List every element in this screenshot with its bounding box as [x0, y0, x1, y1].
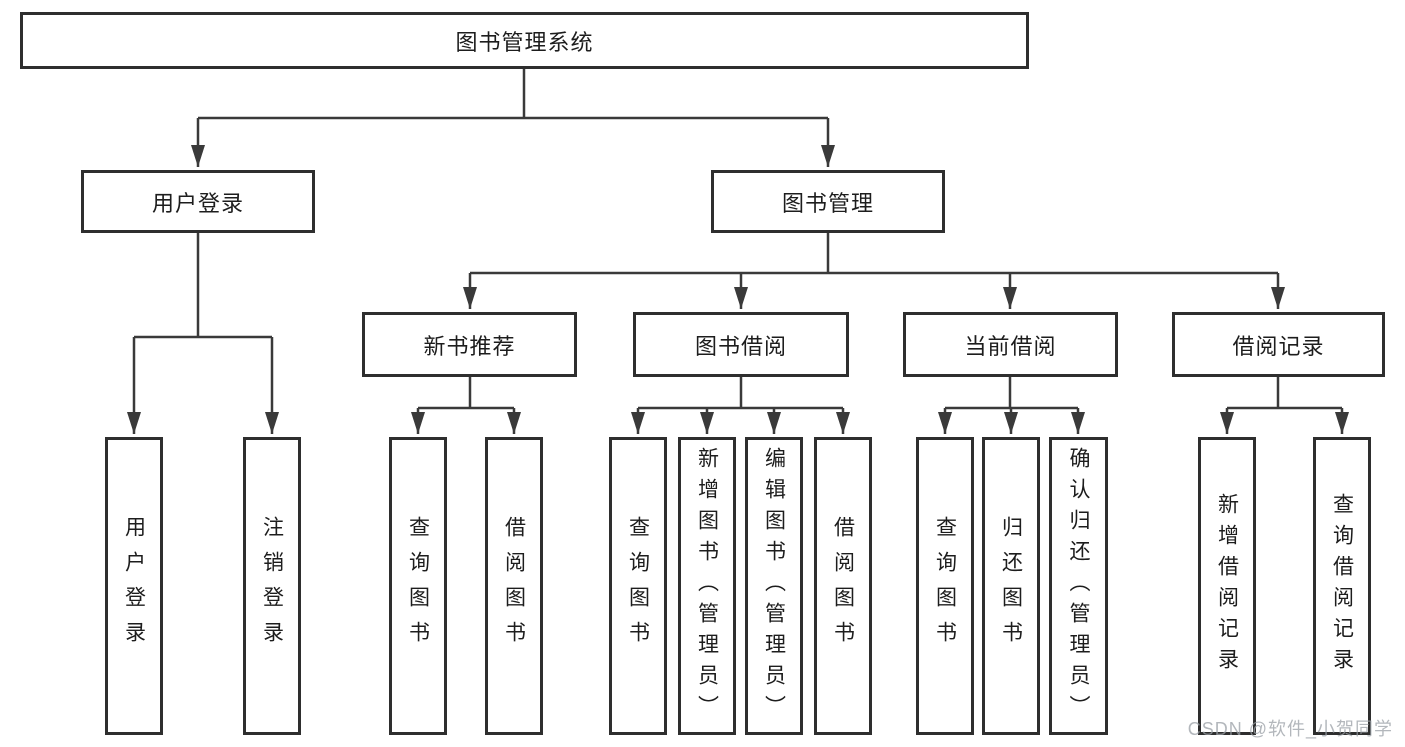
- leaf-add-book-admin: 新增图书（管理员）: [678, 437, 736, 735]
- leaf-query-books-recommend: 查询图书: [389, 437, 447, 735]
- leaf-edit-book-admin: 编辑图书（管理员）: [745, 437, 803, 735]
- leaf-user-login: 用户登录: [105, 437, 163, 735]
- node-borrow-records: 借阅记录: [1172, 312, 1385, 377]
- leaf-query-borrow-record: 查询借阅记录: [1313, 437, 1371, 735]
- node-book-management: 图书管理: [711, 170, 945, 233]
- leaf-query-books-borrow: 查询图书: [609, 437, 667, 735]
- node-current-borrow: 当前借阅: [903, 312, 1118, 377]
- node-book-borrow: 图书借阅: [633, 312, 849, 377]
- node-user-login: 用户登录: [81, 170, 315, 233]
- node-new-book-recommend: 新书推荐: [362, 312, 577, 377]
- leaf-borrow-books: 借阅图书: [814, 437, 872, 735]
- leaf-logout: 注销登录: [243, 437, 301, 735]
- leaf-add-borrow-record: 新增借阅记录: [1198, 437, 1256, 735]
- leaf-query-books-current: 查询图书: [916, 437, 974, 735]
- leaf-return-book: 归还图书: [982, 437, 1040, 735]
- leaf-borrow-books-recommend: 借阅图书: [485, 437, 543, 735]
- node-library-system: 图书管理系统: [20, 12, 1029, 69]
- leaf-confirm-return-admin: 确认归还（管理员）: [1049, 437, 1108, 735]
